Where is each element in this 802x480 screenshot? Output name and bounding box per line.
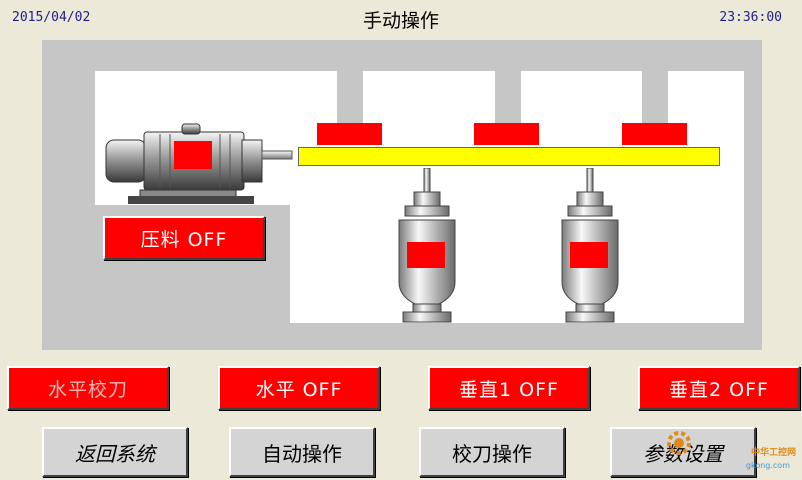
watermark-url: gkong.com — [745, 461, 790, 470]
vertical1-button[interactable]: 垂直1 OFF — [428, 366, 590, 410]
press-pillar-2 — [495, 71, 521, 123]
press-pillar-1 — [337, 71, 363, 123]
horizontal-button[interactable]: 水平 OFF — [218, 366, 380, 410]
spindle-icon-1 — [398, 168, 456, 323]
auto-operation-button[interactable]: 自动操作 — [229, 427, 375, 477]
horizontal-calibration-button[interactable]: 水平校刀 — [7, 366, 169, 410]
return-system-button[interactable]: 返回系统 — [42, 427, 188, 477]
knife-calibration-button[interactable]: 校刀操作 — [419, 427, 565, 477]
press-material-button[interactable]: 压料 OFF — [103, 216, 265, 260]
watermark-text: 中华工控网 — [750, 448, 796, 458]
page-title: 手动操作 — [362, 10, 439, 32]
vertical2-button[interactable]: 垂直2 OFF — [638, 366, 800, 410]
material-beam — [298, 147, 720, 166]
press-block-1 — [317, 123, 382, 145]
press-block-3 — [622, 123, 687, 145]
time-display: 23:36:00 — [719, 10, 782, 25]
motor-icon — [105, 123, 293, 204]
spindle-icon-2 — [561, 168, 619, 323]
gear-icon — [667, 431, 691, 455]
date-display: 2015/04/02 — [12, 10, 91, 25]
press-pillar-3 — [642, 71, 668, 123]
press-block-2 — [474, 123, 539, 145]
